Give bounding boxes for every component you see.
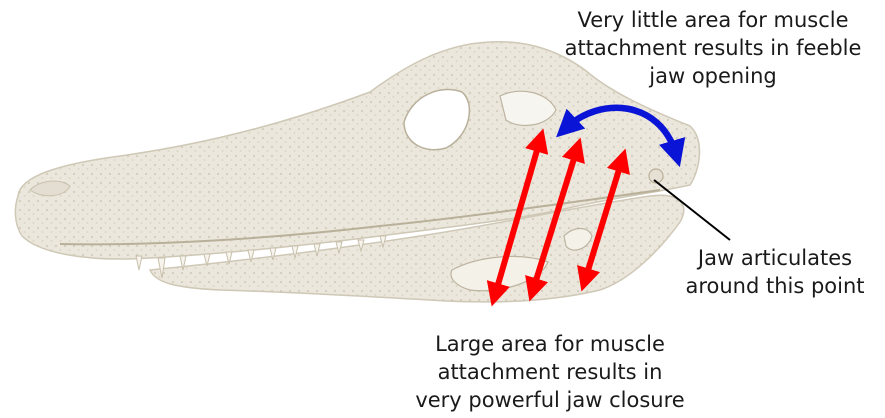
caption-bottom-line-2: attachment results in [360,358,740,386]
caption-jaw-closure: Large area for muscle attachment results… [360,330,740,414]
caption-top-line-1: Very little area for muscle [548,6,878,34]
caption-jaw-opening: Very little area for muscle attachment r… [548,6,878,90]
caption-right-line-1: Jaw articulates [660,244,885,272]
caption-bottom-line-3: very powerful jaw closure [360,386,740,414]
caption-top-line-3: jaw opening [548,62,878,90]
caption-bottom-line-1: Large area for muscle [360,330,740,358]
caption-top-line-2: attachment results in feeble [548,34,878,62]
caption-articulation: Jaw articulates around this point [660,244,885,300]
caption-right-line-2: around this point [660,272,885,300]
